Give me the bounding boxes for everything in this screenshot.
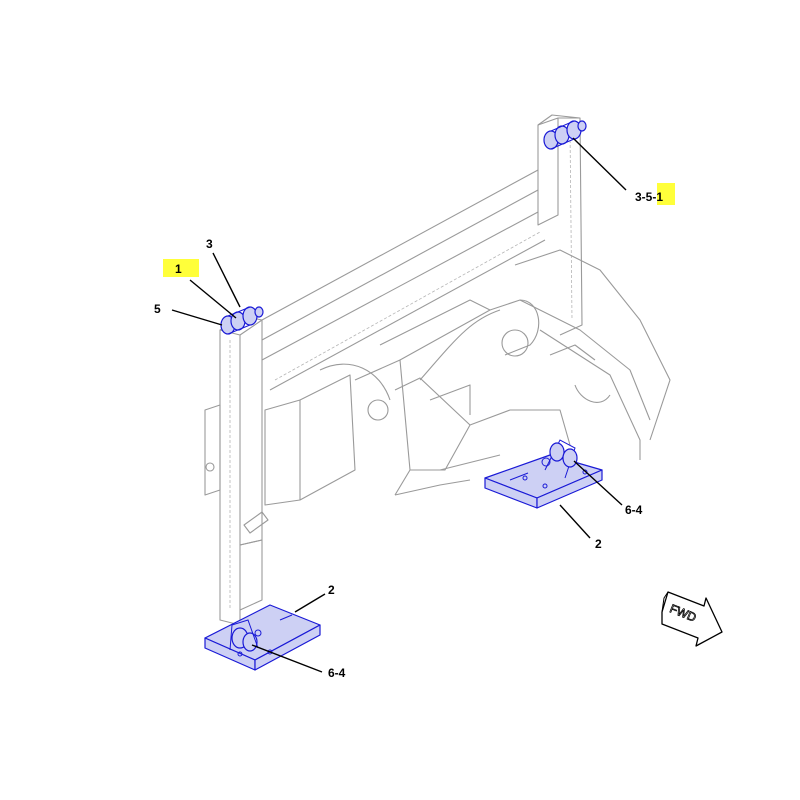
leader-6-4-right [573, 460, 623, 506]
leader-1 [189, 279, 237, 319]
left-mount-plate [204, 604, 321, 671]
right-mount-plate [484, 439, 603, 509]
highlight-1 [163, 259, 199, 277]
highlight-3-5-1 [657, 183, 675, 205]
leader-6-4-left [251, 644, 323, 673]
callout-3-5-1[interactable]: 3-5-1 [635, 190, 663, 204]
callout-3-5-prefix: 3-5- [635, 190, 656, 204]
leader-5 [171, 309, 223, 326]
leader-2-left [294, 593, 326, 613]
leader-lines [171, 137, 627, 673]
callout-6-4-left[interactable]: 6-4 [328, 666, 346, 680]
callout-5[interactable]: 5 [154, 302, 161, 316]
callout-3[interactable]: 3 [206, 237, 213, 251]
right-pin-assembly [543, 120, 587, 150]
callout-2-left[interactable]: 2 [328, 583, 335, 597]
callout-3-5-1-highlight: 1 [656, 190, 663, 204]
callout-1[interactable]: 1 [175, 262, 182, 276]
leader-2-right [559, 504, 591, 539]
leader-3-5-1 [572, 137, 627, 191]
callout-6-4-right[interactable]: 6-4 [625, 503, 643, 517]
fwd-arrow-icon: FWD [661, 591, 723, 647]
frame-structure [204, 114, 671, 626]
callout-2-right[interactable]: 2 [595, 537, 602, 551]
leader-3 [212, 252, 241, 308]
